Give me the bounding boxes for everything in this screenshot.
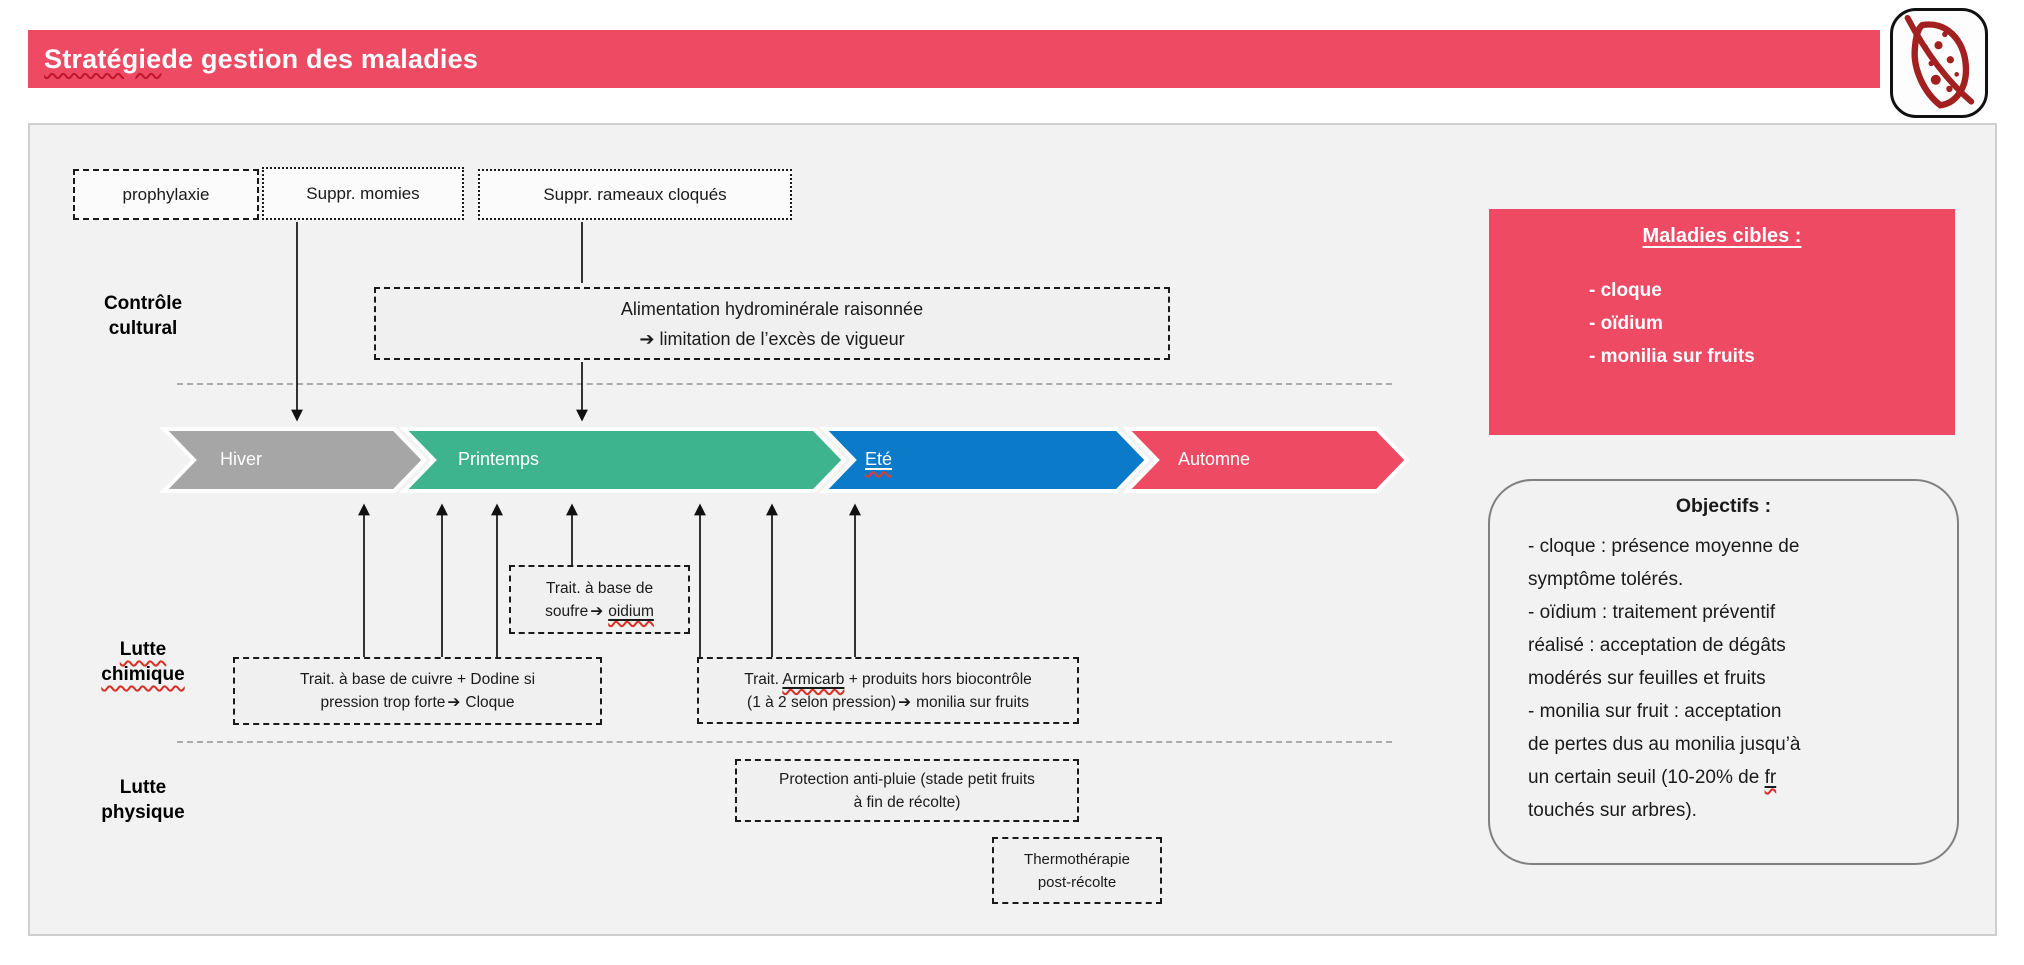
alimentation-box: Alimentation hydrominérale raisonnée ➔li… [374, 287, 1170, 360]
objectifs-title: Objectifs : [1675, 495, 1772, 517]
alimentation-line1: Alimentation hydrominérale raisonnée [620, 298, 924, 319]
armicarb-box: Trait. Armicarb + produits hors biocontr… [697, 657, 1079, 724]
suppr-momies-box: Suppr. momies [262, 167, 464, 220]
armicarb-line1: Trait. Armicarb + produits hors biocontr… [744, 670, 1032, 688]
maladie-item: - oïdium [1589, 313, 1663, 334]
right-arrow-glyph: ➔ [898, 693, 912, 711]
leaf-spots [1923, 31, 1959, 93]
title-rest: de gestion des maladies [161, 43, 479, 74]
header-bar: Stratégie de gestion des maladies [28, 30, 1880, 88]
maladies-title: Maladies cibles : [1642, 225, 1802, 247]
row-label-lutte-physique: Lutte physique [58, 775, 228, 825]
armicarb-word: Armicarb [782, 670, 845, 688]
right-arrow-glyph: ➔ [590, 602, 604, 620]
physique-line2: physique [101, 802, 185, 823]
chimique-line1: Lutte [119, 639, 167, 660]
cuivre-line2: pression trop forte➔Cloque [320, 694, 515, 711]
soufre-line2: soufre➔oidium [545, 602, 654, 620]
season-label-ete: Eté [865, 449, 893, 469]
maladies-cibles-box: Maladies cibles : - cloque - oïdium - mo… [1489, 209, 1955, 435]
suppr-momies-label: Suppr. momies [306, 184, 420, 203]
alimentation-line2: ➔limitation de l’excès de vigueur [639, 328, 905, 349]
cuivre-line1: Trait. à base de cuivre + Dodine si [299, 671, 536, 688]
protection-anti-pluie-box: Protection anti-pluie (stade petit fruit… [735, 759, 1079, 822]
soufre-target-word: oidium [608, 602, 654, 620]
protection-line1: Protection anti-pluie (stade petit fruit… [779, 770, 1035, 788]
suppr-rameaux-box: Suppr. rameaux cloqués [478, 169, 792, 220]
season-label-hiver: Hiver [220, 449, 263, 469]
controle-line2: cultural [108, 318, 178, 339]
prophylaxie-box: prophylaxie [73, 169, 259, 220]
maladie-item: - monilia sur fruits [1589, 346, 1755, 367]
physique-line1: Lutte [119, 777, 167, 798]
controle-line1: Contrôle [103, 293, 183, 314]
season-chevron-hiver [159, 427, 427, 493]
prophylaxie-label: prophylaxie [122, 185, 210, 204]
row-label-controle-cultural: Contrôle cultural [58, 291, 228, 341]
separator-chimique-physique [177, 741, 1392, 743]
objectifs-box: Objectifs : - cloque : présence moyenne … [1488, 479, 1959, 865]
soufre-line1: Trait. à base de [545, 579, 654, 597]
right-arrow-glyph: ➔ [639, 328, 655, 349]
diseased-leaf-logo [1890, 8, 1988, 118]
row-label-lutte-chimique: Lutte chimique [58, 637, 228, 687]
thermo-line1: Thermothérapie [1024, 850, 1130, 868]
separator-cultural-chimique [177, 383, 1392, 385]
cuivre-box: Trait. à base de cuivre + Dodine si pres… [233, 657, 602, 725]
soufre-box: Trait. à base de soufre➔oidium [509, 565, 690, 634]
right-arrow-glyph: ➔ [447, 694, 461, 711]
objectifs-body: - cloque : présence moyenne de symptôme … [1528, 536, 1801, 821]
season-chevron-automne [1122, 427, 1410, 493]
fr-word: fr [1764, 767, 1777, 788]
season-label-automne: Automne [1178, 449, 1251, 469]
title-misspelled-word: Stratégie [44, 43, 162, 74]
maladies-list: - cloque - oïdium - monilia sur fruits [1489, 274, 1955, 373]
page-title: Stratégie de gestion des maladies [44, 30, 478, 88]
suppr-rameaux-label: Suppr. rameaux cloqués [543, 185, 727, 204]
thermotherapie-box: Thermothérapie post-récolte [992, 837, 1162, 904]
chimique-line2: chimique [101, 664, 185, 685]
thermo-line2: post-récolte [1037, 873, 1117, 891]
leaf-icon [1904, 14, 1975, 109]
diagram-panel: prophylaxie Suppr. momies Suppr. rameaux… [28, 123, 1997, 936]
maladie-item: - cloque [1589, 280, 1662, 301]
armicarb-line2: (1 à 2 selon pression)➔monilia sur fruit… [747, 693, 1029, 711]
season-label-printemps: Printemps [458, 449, 540, 469]
protection-line2: à fin de récolte) [853, 793, 961, 811]
